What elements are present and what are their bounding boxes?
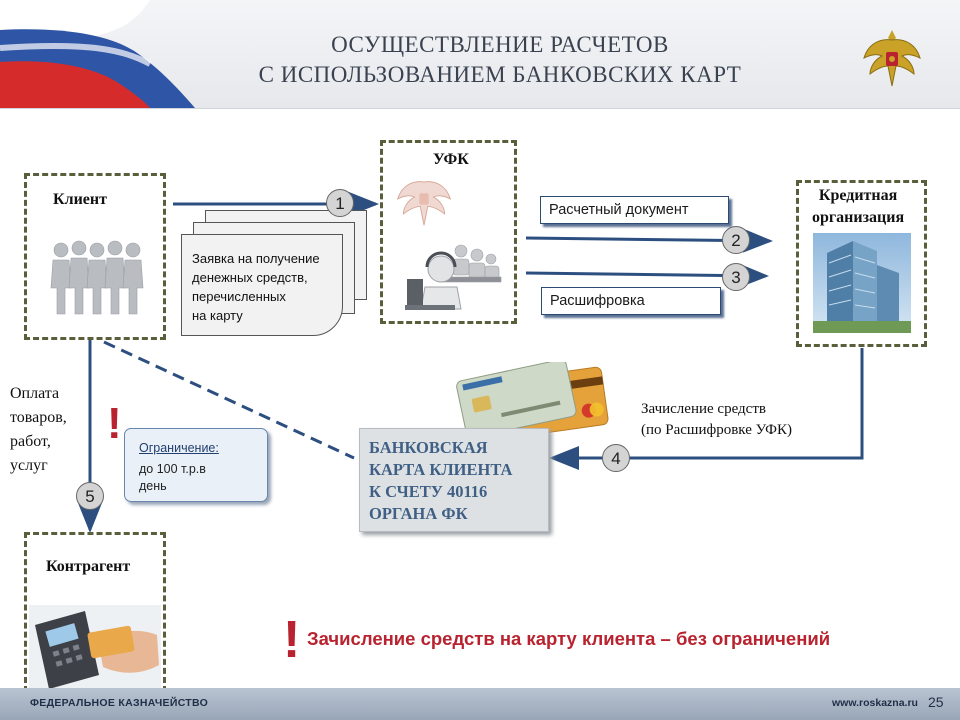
step-4-badge: 4 [602,444,630,472]
application-line-2: денежных средств, [192,270,308,285]
card-account-line-4: ОРГАНА ФК [369,504,468,523]
application-document: Заявка на получение денежных средств, пе… [181,234,343,336]
bank-label: Кредитная организация [812,185,904,229]
ufk-box [380,140,517,324]
payment-line-2: товаров, [10,409,67,426]
people-group-icon [50,240,144,315]
bank-box [796,180,927,347]
title-line-2: С ИСПОЛЬЗОВАНИЕМ БАНКОВСКИХ КАРТ [258,62,742,87]
card-terminal-icon [29,605,161,689]
bank-label-line-2: организация [812,209,905,226]
limit-value-line-1: до 100 т.р.в [139,462,206,476]
card-account-line-1: БАНКОВСКАЯ [369,438,488,457]
slide-title: ОСУЩЕСТВЛЕНИЕ РАСЧЕТОВ С ИСПОЛЬЗОВАНИЕМ … [200,30,800,90]
bank-cards-icon [456,362,609,440]
payment-line-1: Оплата [10,385,60,402]
step-1-badge: 1 [326,189,354,217]
limit-value: до 100 т.р.в день [139,461,206,495]
header: ОСУЩЕСТВЛЕНИЕ РАСЧЕТОВ С ИСПОЛЬЗОВАНИЕМ … [0,0,960,109]
eagle-emblem-icon [396,181,452,226]
bottom-note: Зачисление средств на карту клиента – бе… [307,628,831,649]
application-line-3: перечисленных [192,289,286,304]
limit-title: Ограничение: [139,441,219,455]
card-account-line-2: КАРТА КЛИЕНТА [369,460,513,479]
step-2-badge: 2 [722,226,750,254]
operators-icon [405,244,502,310]
decoding-tag: Расшифровка [541,287,721,315]
note-exclamation-icon: ! [283,611,301,669]
limit-value-line-2: день [139,479,167,493]
step-5-badge: 5 [76,482,104,510]
step-3-badge: 3 [722,263,750,291]
card-account-text: БАНКОВСКАЯ КАРТА КЛИЕНТА К СЧЕТУ 40116 О… [369,437,512,525]
application-line-1: Заявка на получение [192,251,320,266]
footer-site-link[interactable]: www.roskazna.ru [832,697,918,709]
title-line-1: ОСУЩЕСТВЛЕНИЕ РАСЧЕТОВ [331,32,669,57]
bank-label-line-1: Кредитная [818,187,898,204]
settlement-document-tag: Расчетный документ [540,196,729,224]
arrow-bank-to-card [549,348,864,470]
payment-line-3: работ, [10,433,51,450]
payment-text: Оплата товаров, работ, услуг [10,382,67,478]
limit-box: Ограничение: до 100 т.р.в день [124,428,268,502]
client-box [24,173,166,340]
russian-flag-icon [0,0,195,108]
ufk-label: УФК [433,151,469,168]
application-text: Заявка на получение денежных средств, пе… [192,249,320,325]
client-label: Клиент [53,191,107,208]
crediting-line-1: Зачисление средств [641,401,766,417]
payment-line-4: услуг [10,457,48,474]
limit-exclamation-icon: ! [107,399,122,448]
crediting-line-2: (по Расшифровке УФК) [641,422,792,438]
footer: ФЕДЕРАЛЬНОЕ КАЗНАЧЕЙСТВО www.roskazna.ru… [0,688,960,720]
bank-building-icon [813,233,911,333]
card-account-line-3: К СЧЕТУ 40116 [369,482,488,501]
crediting-text: Зачисление средств (по Расшифровке УФК) [641,399,792,441]
counterparty-label: Контрагент [46,558,131,575]
eagle-emblem-icon [863,30,921,87]
footer-org: ФЕДЕРАЛЬНОЕ КАЗНАЧЕЙСТВО [30,697,209,709]
card-account-box: БАНКОВСКАЯ КАРТА КЛИЕНТА К СЧЕТУ 40116 О… [359,428,549,532]
counterparty-box [24,532,166,692]
application-line-4: на карту [192,308,243,323]
dashed-link-client-card [103,340,355,460]
page-number: 25 [928,694,944,710]
